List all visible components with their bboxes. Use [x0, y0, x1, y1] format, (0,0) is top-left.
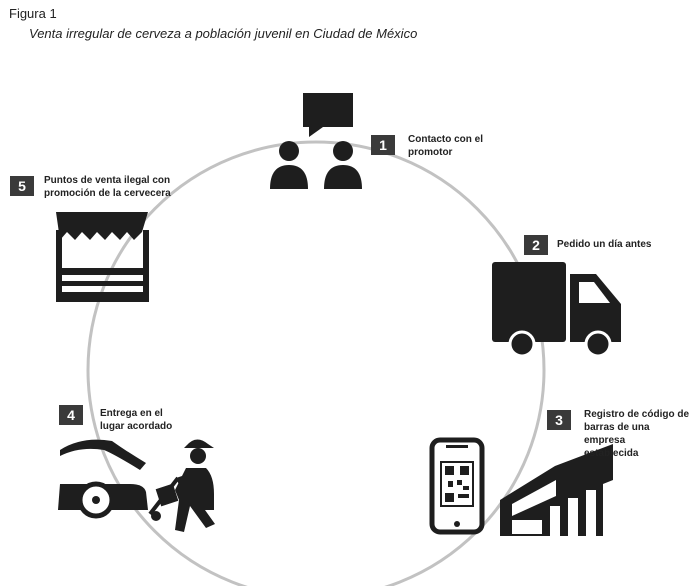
step-2-label: Pedido un día antes — [557, 239, 652, 250]
step-1-number-badge: 1 — [371, 135, 395, 155]
qr-phone-store-icon — [429, 437, 613, 536]
step-4-number-badge: 4 — [59, 405, 83, 425]
figure-label: Figura 1 — [9, 6, 57, 21]
step-2-number-badge: 2 — [524, 235, 548, 255]
cycle-ring — [86, 140, 546, 586]
step-3-number-badge: 3 — [547, 410, 571, 430]
step-5-number-badge: 5 — [10, 176, 34, 196]
delivery-truck-icon — [492, 262, 621, 358]
people-chat-icon — [270, 93, 362, 189]
step-5-label: Puntos de venta ilegal con promoción de … — [44, 175, 171, 199]
car-trunk-delivery-icon — [58, 439, 215, 532]
figure-title: Venta irregular de cerveza a población j… — [29, 26, 418, 41]
market-stall-icon — [56, 212, 149, 302]
step-1-label: Contacto con el promotor — [408, 134, 484, 158]
step-3-label: Registro de código de barras de una empr… — [584, 409, 690, 459]
step-4-label: Entrega en el lugar acordado — [100, 408, 173, 432]
